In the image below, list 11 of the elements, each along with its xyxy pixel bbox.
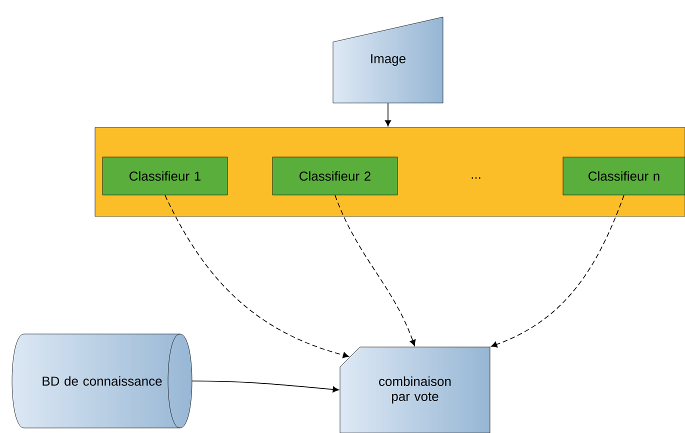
classifier-box: Classifieur n [562, 156, 685, 196]
database-cylinder: BD de connaissance [12, 334, 192, 428]
ellipsis-text: ... [472, 177, 480, 179]
arrow [164, 194, 350, 358]
arrow [384, 102, 392, 126]
classifier-box: Classifieur 2 [272, 156, 398, 196]
arrow [192, 380, 339, 392]
arrow [334, 194, 416, 346]
process-box: combinaison par vote [340, 346, 490, 433]
classifier-box: Classifieur 1 [102, 156, 228, 196]
arrow [491, 194, 624, 348]
